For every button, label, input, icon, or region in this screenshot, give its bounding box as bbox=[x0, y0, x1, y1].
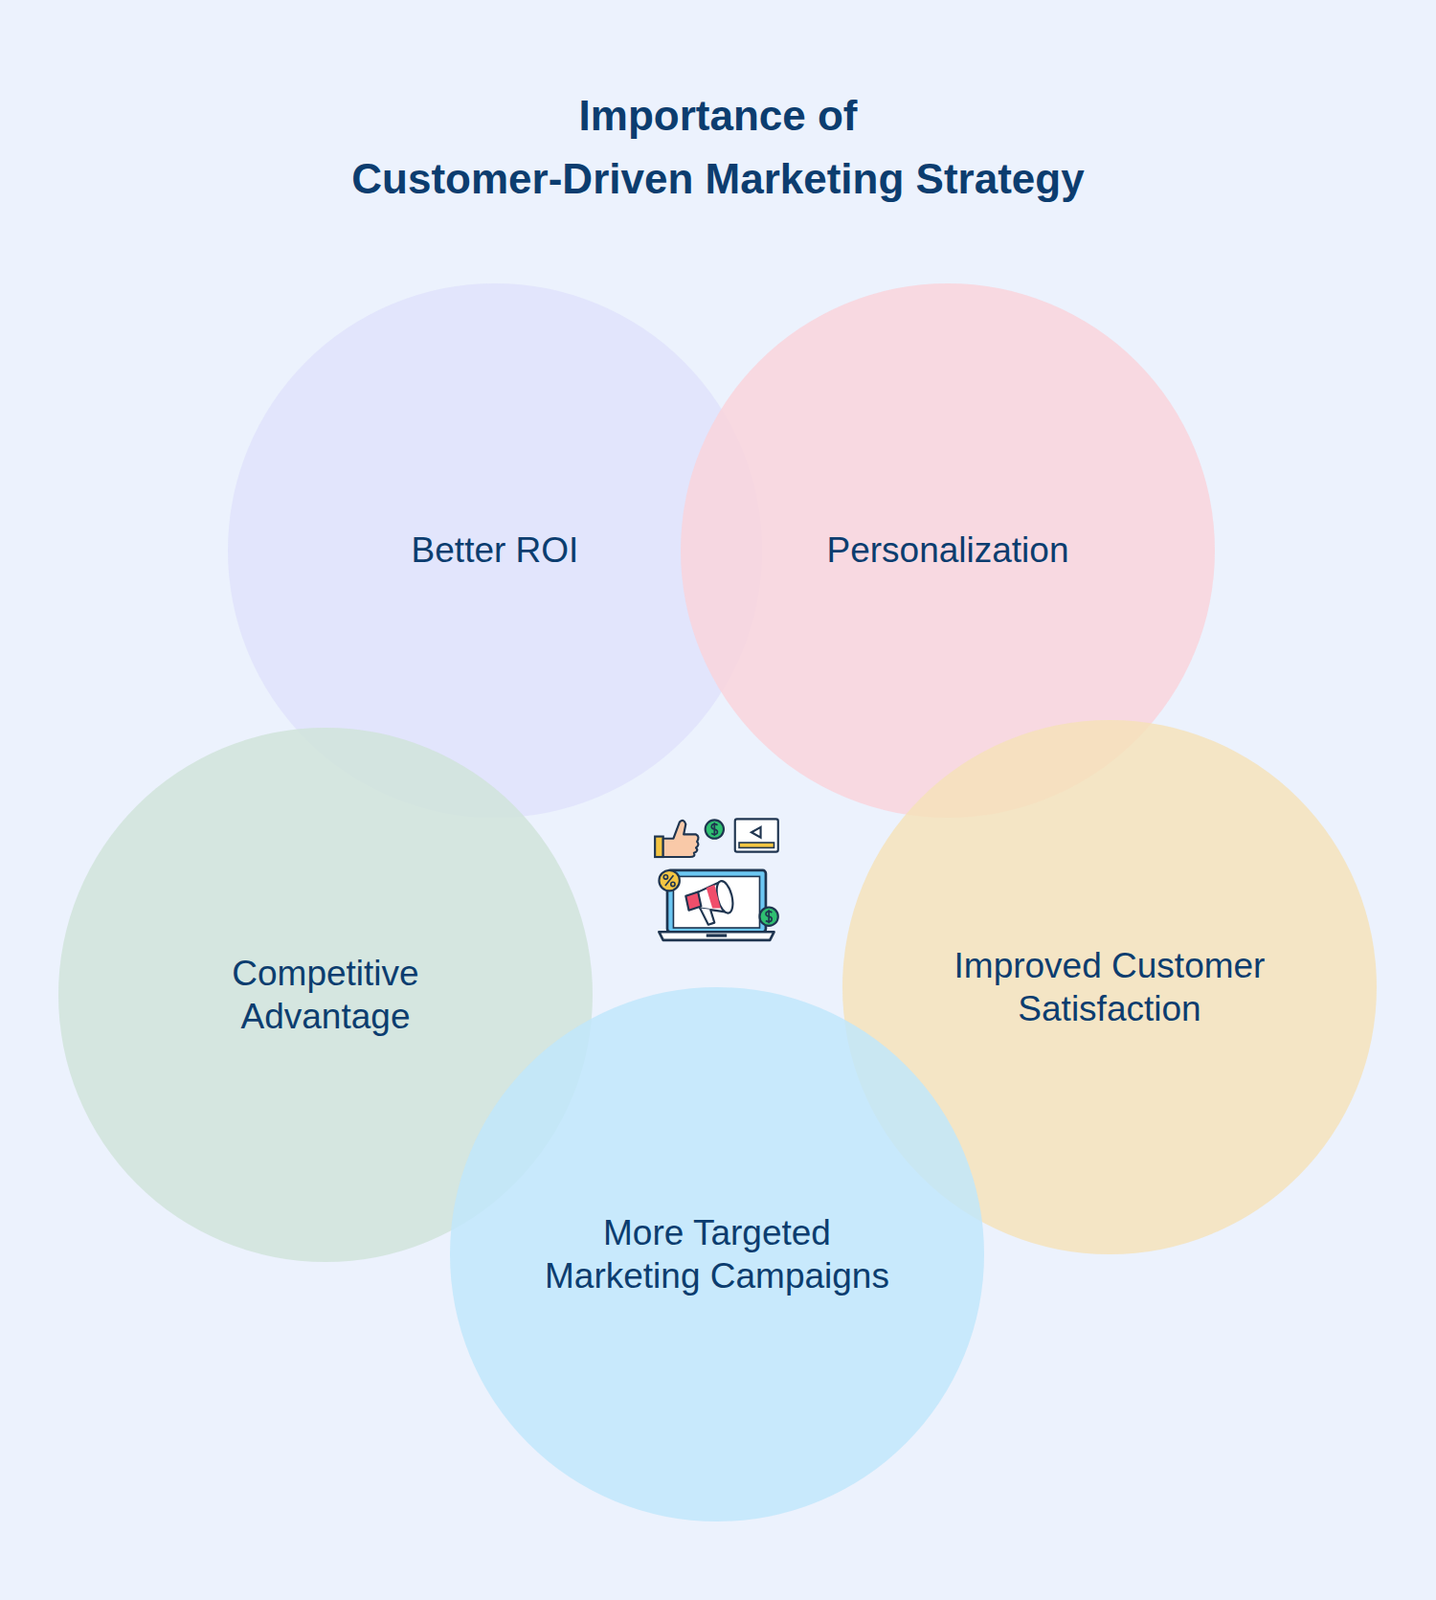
diagram-title: Importance of Customer-Driven Marketing … bbox=[0, 84, 1436, 211]
dollar-glyph bbox=[765, 909, 772, 923]
percent-glyph bbox=[671, 881, 675, 886]
marketing-icon bbox=[652, 813, 782, 943]
benefit-label: More Targeted Marketing Campaigns bbox=[544, 1211, 890, 1298]
video-card bbox=[735, 818, 779, 852]
benefit-label: Better ROI bbox=[246, 528, 744, 572]
megaphone-stripe bbox=[706, 884, 721, 909]
thumb-hand bbox=[663, 820, 699, 857]
percent-coin bbox=[658, 870, 679, 891]
benefit-label: Improved Customer Satisfaction bbox=[903, 943, 1316, 1031]
laptop-screen bbox=[667, 870, 766, 932]
percent-glyph bbox=[665, 875, 674, 886]
benefit-circle: More Targeted Marketing Campaigns bbox=[449, 987, 985, 1522]
megaphone-handle bbox=[699, 908, 715, 925]
thumb-cuff bbox=[654, 836, 664, 857]
video-bar bbox=[739, 842, 774, 848]
dollar-coin bbox=[759, 907, 778, 926]
dollar-coin bbox=[705, 819, 724, 838]
circle-fill bbox=[449, 987, 985, 1522]
laptop-base bbox=[658, 931, 774, 941]
percent-glyph bbox=[663, 875, 668, 879]
laptop-notch bbox=[706, 933, 727, 937]
play-glyph bbox=[751, 827, 762, 838]
benefit-label: Personalization bbox=[698, 528, 1197, 572]
circle-shape bbox=[449, 987, 985, 1522]
benefit-label: Competitive Advantage bbox=[181, 951, 470, 1038]
megaphone-back bbox=[685, 891, 701, 910]
laptop-display bbox=[673, 875, 760, 928]
dollar-glyph bbox=[711, 822, 718, 836]
